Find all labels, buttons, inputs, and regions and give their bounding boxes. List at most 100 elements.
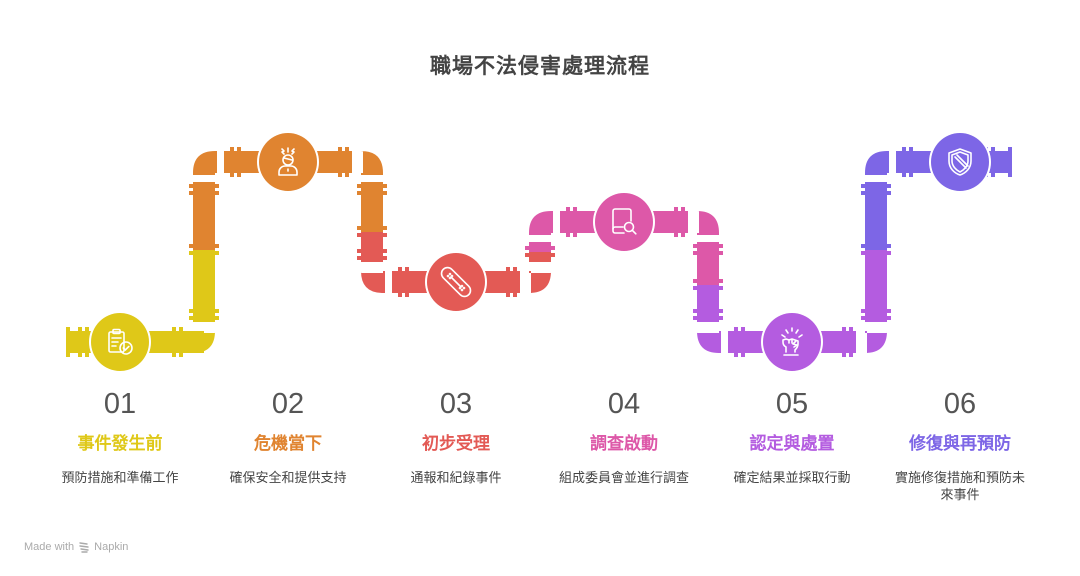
pipe-flange xyxy=(674,207,678,237)
napkin-logo-icon xyxy=(79,542,89,553)
pipe-flange xyxy=(357,226,387,230)
pipe-flange xyxy=(189,184,219,188)
pipe-flange xyxy=(506,267,510,297)
step-name: 初步受理 xyxy=(422,434,490,454)
pipe-flange xyxy=(357,249,387,253)
pipe-elbow xyxy=(529,211,553,235)
pipe-segment xyxy=(361,232,383,262)
pipe-flange xyxy=(172,327,176,357)
pipe-flange xyxy=(345,147,349,177)
pipe-flange xyxy=(189,316,219,320)
step-description: 組成委員會並進行調查 xyxy=(558,471,689,486)
pipe-flange xyxy=(681,207,685,237)
step-node xyxy=(595,193,653,251)
shield-icon xyxy=(948,148,972,176)
pipe-elbow xyxy=(361,151,383,175)
step-number: 01 xyxy=(103,388,137,420)
pipe-segment xyxy=(865,250,887,322)
pipe-elbow xyxy=(361,271,385,293)
step-description: 確保安全和提供支持 xyxy=(229,471,347,486)
pipe-segment xyxy=(193,182,215,250)
step-node xyxy=(259,133,317,191)
step-6: 06 修復與再預防 實施修復措施和預防未來事件 xyxy=(876,386,1044,504)
step-1: 01 事件發生前 預防措施和準備工作 xyxy=(36,386,204,487)
pipe-elbow xyxy=(865,331,887,353)
pipe-flange xyxy=(902,147,906,177)
pipe-flange xyxy=(861,316,891,320)
pipe-flange xyxy=(693,279,723,283)
pipe-flange xyxy=(85,327,89,357)
pipe-flange xyxy=(861,244,891,248)
raised-fist-icon xyxy=(781,327,803,356)
pipe-flange xyxy=(842,327,846,357)
step-description: 預防措施和準備工作 xyxy=(61,471,179,486)
pipe-flange xyxy=(693,316,723,320)
pipe-flange xyxy=(237,147,241,177)
pipe-flange xyxy=(405,267,409,297)
step-description: 實施修復措施和預防未來事件 xyxy=(894,471,1025,503)
step-node xyxy=(91,313,149,371)
step-4: 04 調查啟動 組成委員會並進行調查 xyxy=(540,386,708,487)
pipe-flange xyxy=(78,327,82,357)
pipe-flange xyxy=(573,207,577,237)
pipe-elbow xyxy=(697,331,721,353)
pipe-flange xyxy=(991,147,995,177)
pipe-flange xyxy=(734,327,738,357)
pipe-flange xyxy=(861,309,891,313)
step-5: 05 認定與處置 確定結果並採取行動 xyxy=(708,386,876,487)
page-title: 職場不法侵害處理流程 xyxy=(430,54,650,78)
pipe-flange xyxy=(357,191,387,195)
step-number: 06 xyxy=(943,388,977,420)
pipe-segment xyxy=(361,182,383,232)
footer-prefix: Made with xyxy=(24,541,75,553)
pipe-flange xyxy=(861,251,891,255)
pipe-flange xyxy=(357,233,387,237)
step-3: 03 初步受理 通報和紀錄事件 xyxy=(372,386,540,487)
pipe-flange xyxy=(525,253,555,257)
pipe-elbow xyxy=(529,271,551,293)
bandage-icon xyxy=(440,266,472,298)
clipboard-check-icon xyxy=(108,328,133,355)
pipe-flange xyxy=(525,246,555,250)
pipe-end-cap xyxy=(66,327,70,357)
pipe-flange xyxy=(357,184,387,188)
pipe-flange xyxy=(179,327,183,357)
step-description: 確定結果並採取行動 xyxy=(733,471,851,486)
footer-attribution[interactable]: Made with Napkin xyxy=(24,541,128,553)
pipe-segment xyxy=(865,182,887,250)
pipe-flange xyxy=(189,191,219,195)
pipe-flange xyxy=(189,309,219,313)
pipe-elbow xyxy=(193,331,215,353)
pipe-flange xyxy=(230,147,234,177)
step-description: 通報和紀錄事件 xyxy=(410,471,502,486)
pipe-flange xyxy=(741,327,745,357)
pipe-flange xyxy=(693,286,723,290)
step-name: 事件發生前 xyxy=(77,434,163,454)
step-number: 04 xyxy=(607,388,641,420)
step-number: 05 xyxy=(775,388,809,420)
book-search-icon xyxy=(612,208,637,235)
pipe-flange xyxy=(693,251,723,255)
pipe-flange xyxy=(513,267,517,297)
pipe-flange xyxy=(566,207,570,237)
step-name: 危機當下 xyxy=(254,434,322,454)
pipe-flange xyxy=(909,147,913,177)
step-number: 02 xyxy=(271,388,305,420)
pipe-flange xyxy=(861,184,891,188)
stressed-person-icon xyxy=(278,147,298,176)
step-number: 03 xyxy=(439,388,473,420)
pipe-flange xyxy=(357,256,387,260)
pipe-flange xyxy=(849,327,853,357)
pipe-flange xyxy=(189,251,219,255)
footer-brand: Napkin xyxy=(94,541,129,553)
pipe-flange xyxy=(693,244,723,248)
pipe-elbow xyxy=(193,151,217,175)
pipe-elbow xyxy=(865,151,889,175)
pipe-end-cap xyxy=(1008,147,1012,177)
pipe-flange xyxy=(693,309,723,313)
step-2: 02 危機當下 確保安全和提供支持 xyxy=(204,386,372,487)
step-name: 修復與再預防 xyxy=(909,434,1011,454)
pipe-segment xyxy=(193,250,215,322)
pipe-segment xyxy=(697,242,719,285)
step-name: 認定與處置 xyxy=(749,434,835,454)
